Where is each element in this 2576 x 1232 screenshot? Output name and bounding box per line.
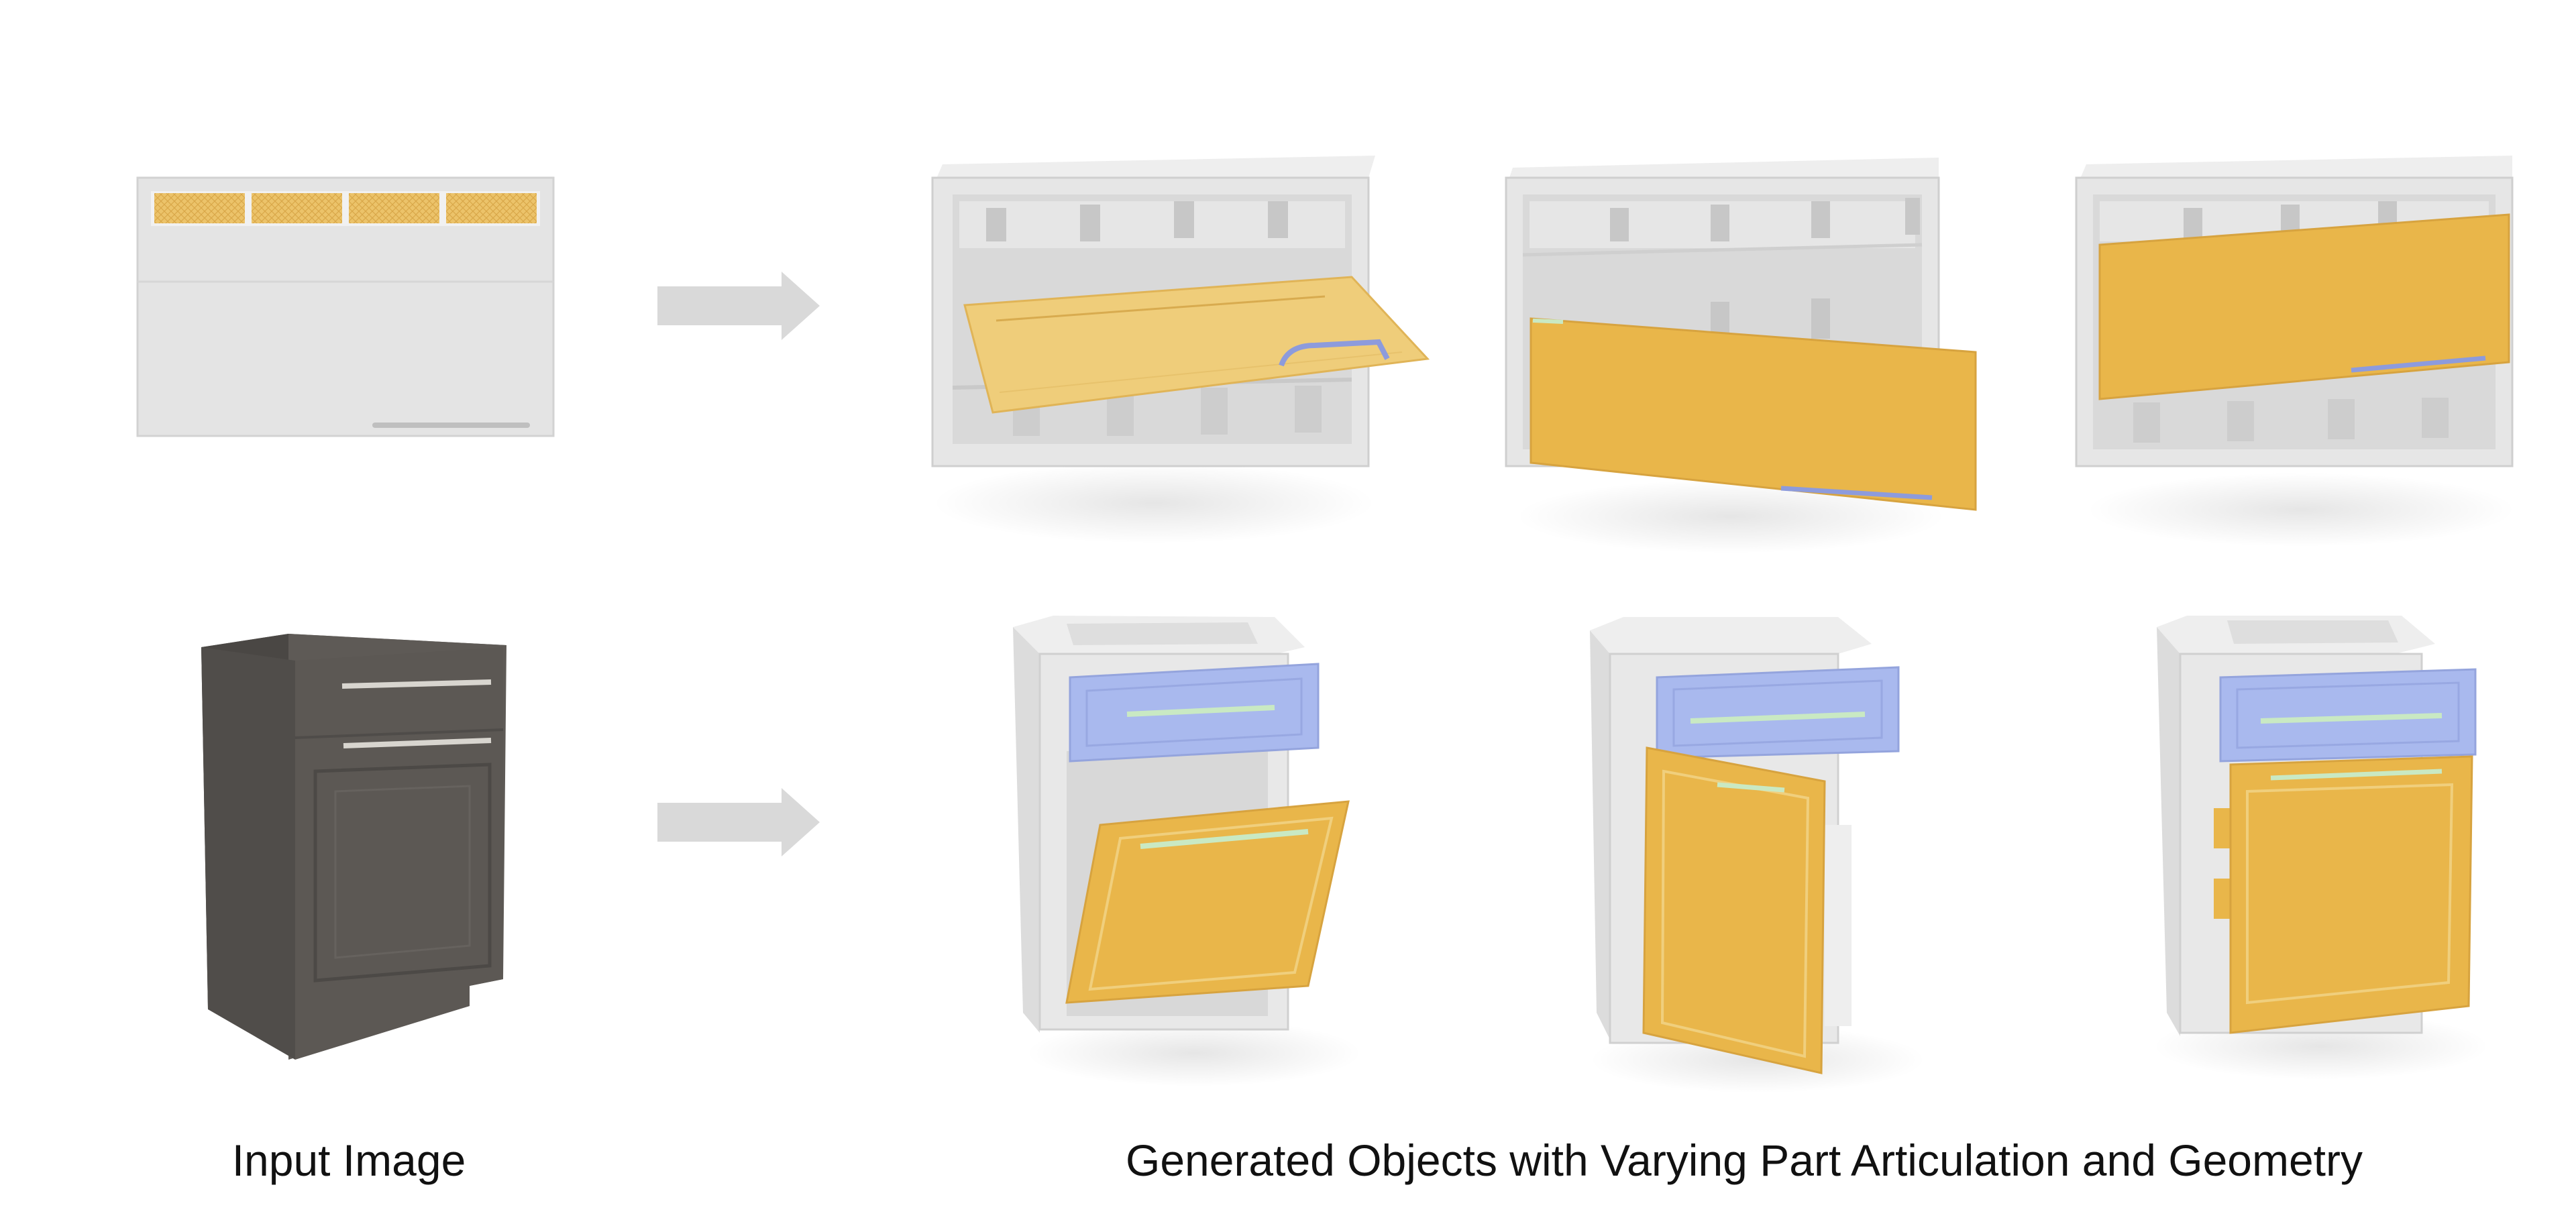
input-image-caption: Input Image xyxy=(231,1135,466,1185)
generated-objects-caption: Generated Objects with Varying Part Arti… xyxy=(1125,1135,2363,1185)
output-base-door-down xyxy=(1013,616,1362,1086)
handle-icon xyxy=(372,423,530,428)
arrow-row-2 xyxy=(657,788,820,856)
handle-icon xyxy=(1690,712,1866,724)
input-wall-cabinet xyxy=(136,176,555,437)
input-base-cabinet-dark xyxy=(201,634,506,1060)
handle-icon xyxy=(2260,713,2443,724)
handle-icon xyxy=(1717,782,1785,793)
handle-icon xyxy=(1140,829,1309,849)
handle-icon xyxy=(2351,355,2486,373)
output-wall-flap-tilted xyxy=(1505,158,1977,553)
output-base-door-swing xyxy=(1590,617,1925,1093)
output-wall-flap-closed xyxy=(2075,156,2516,547)
handle-icon xyxy=(1126,705,1275,717)
handle-icon xyxy=(1780,486,1933,500)
handle-icon xyxy=(341,679,492,689)
arrow-row-1 xyxy=(657,272,820,340)
handle-icon xyxy=(343,738,492,748)
output-base-closed xyxy=(2153,616,2489,1080)
handle-icon xyxy=(1279,339,1390,367)
handle-icon xyxy=(2270,769,2443,781)
output-wall-flap-open xyxy=(931,156,1430,543)
